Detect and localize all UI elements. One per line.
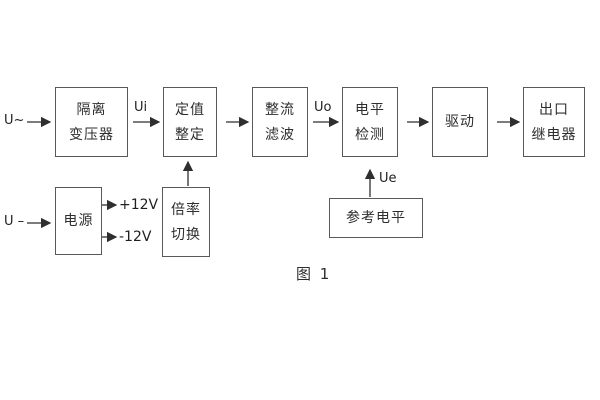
input-label-ac: U~	[4, 113, 25, 128]
block-label: 出口	[539, 101, 569, 118]
block-output-relay: 出口 继电器	[523, 87, 585, 157]
signal-label-uo: Uo	[314, 100, 332, 115]
block-label: 继电器	[531, 126, 577, 143]
block-ratio-switch: 倍率 切换	[162, 187, 210, 257]
block-label: 电平	[355, 101, 385, 118]
block-label: 隔离	[76, 101, 107, 118]
rail-label-minus12v: -12V	[119, 229, 152, 245]
block-label: 变压器	[69, 126, 114, 143]
block-isolation-transformer: 隔离 变压器	[55, 87, 128, 157]
block-label: 倍率	[171, 201, 201, 218]
block-driver: 驱动	[432, 87, 488, 157]
block-label: 定值	[175, 101, 205, 118]
block-label: 电源	[63, 213, 94, 229]
signal-label-ui: Ui	[134, 100, 148, 115]
block-reference-level: 参考电平	[329, 198, 423, 238]
signal-label-ue: Ue	[379, 171, 397, 186]
block-rectifier-filter: 整流 滤波	[252, 87, 308, 157]
block-label: 滤波	[265, 126, 295, 143]
block-label: 整流	[265, 101, 295, 118]
block-setting-adjustment: 定值 整定	[163, 87, 217, 157]
rail-label-plus12v: +12V	[119, 197, 159, 213]
block-label: 检测	[355, 126, 385, 143]
input-label-dc: U –	[4, 214, 25, 229]
block-level-detection: 电平 检测	[342, 87, 398, 157]
block-power-supply: 电源	[55, 187, 102, 255]
figure-caption: 图 1	[296, 265, 332, 283]
block-label: 参考电平	[346, 210, 406, 226]
block-label: 切换	[171, 226, 201, 243]
block-label: 驱动	[445, 114, 475, 130]
block-label: 整定	[175, 126, 205, 143]
